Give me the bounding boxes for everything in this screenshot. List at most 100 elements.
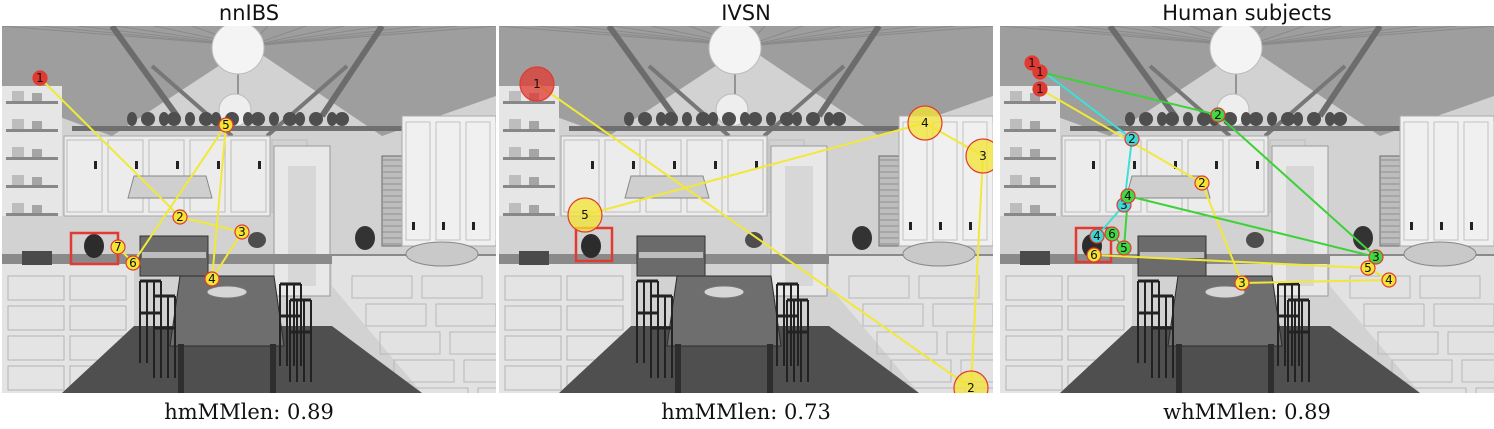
pottery	[1125, 112, 1135, 126]
fixation-circle	[1032, 64, 1048, 80]
fixation-marker: 4	[1089, 228, 1105, 244]
cabinet-handle	[1215, 161, 1218, 169]
shelf-board	[6, 129, 58, 132]
dish	[509, 175, 521, 185]
pottery	[309, 112, 323, 126]
fixation-label: 4	[208, 272, 216, 286]
shelf-board	[503, 213, 555, 216]
shelf-board	[503, 185, 555, 188]
kitchen-photo	[1000, 26, 1494, 393]
fixation-label: 2	[1214, 108, 1222, 122]
fixation-circle	[204, 271, 220, 287]
pottery	[664, 112, 678, 126]
cabinet-door	[1403, 121, 1429, 241]
cabinet-door	[465, 121, 491, 241]
stove-knobs	[1140, 252, 1204, 258]
pottery	[696, 112, 710, 126]
table-leg	[270, 344, 276, 393]
drawer	[1005, 305, 1063, 331]
pendant-lamp	[708, 26, 762, 75]
drawer	[1377, 331, 1439, 355]
cabinet-door	[1433, 121, 1459, 241]
fixation-label: 3	[1238, 276, 1246, 290]
drawer	[1005, 365, 1063, 391]
fixation-label: 6	[129, 256, 137, 270]
shelf-board	[503, 129, 555, 132]
chair	[153, 294, 176, 378]
pottery	[748, 112, 762, 126]
fixation-circle	[965, 138, 993, 174]
drawer	[393, 359, 455, 383]
dining-table	[666, 275, 782, 347]
dish	[1030, 177, 1040, 185]
drawer	[1363, 303, 1425, 327]
toaster	[1020, 251, 1050, 265]
fixation-marker: 5	[1360, 260, 1376, 276]
plant	[745, 232, 763, 248]
vase	[1353, 226, 1373, 250]
dish	[529, 205, 539, 213]
pottery	[708, 112, 718, 126]
chair	[1151, 294, 1174, 378]
sink-bowl	[405, 241, 479, 267]
fixation-marker: 4	[1381, 272, 1397, 288]
fixation-circle	[1124, 131, 1140, 147]
fixation-circle	[1210, 107, 1226, 123]
shelf	[72, 126, 432, 131]
dish	[1010, 119, 1022, 129]
fixation-label: 1	[1036, 65, 1044, 79]
drawer	[435, 303, 496, 327]
fixation-circle	[1086, 247, 1102, 263]
pottery	[211, 112, 221, 126]
fixation-marker: 3	[1368, 249, 1384, 265]
drawer	[932, 303, 993, 327]
ceiling-beam	[606, 26, 677, 118]
fixation-marker: 6	[1086, 247, 1102, 263]
dish	[1030, 93, 1040, 101]
fixation-label: 5	[222, 118, 230, 132]
pottery	[792, 112, 802, 126]
fixation-circle	[125, 255, 141, 271]
fixation-marker: 5	[218, 117, 234, 133]
kitchen-photo	[2, 26, 496, 393]
fixation-label: 2	[1198, 176, 1206, 190]
range-hood	[624, 175, 710, 199]
ceiling-plank	[745, 26, 918, 47]
pottery	[638, 112, 652, 126]
ceiling-plank	[1246, 26, 1343, 47]
drawer	[504, 335, 562, 361]
pottery	[832, 112, 846, 126]
fixation-circle	[1360, 260, 1376, 276]
right-cabinets	[1399, 115, 1494, 247]
ceiling-plank	[745, 26, 956, 47]
fixation-label: 1	[533, 77, 541, 91]
fixation-marker: 4	[907, 105, 943, 141]
fruit-bowl	[206, 285, 248, 299]
stove-knobs	[639, 252, 703, 258]
chair	[279, 282, 302, 366]
drawer	[365, 303, 427, 327]
cabinet-handle	[1256, 161, 1259, 169]
dish	[32, 121, 42, 129]
fixation-circle	[1032, 81, 1048, 97]
dish	[1030, 149, 1040, 157]
fixation-marker: 7	[110, 239, 126, 255]
drawer	[566, 305, 624, 331]
fixation-circle	[172, 209, 188, 225]
drawer	[890, 359, 952, 383]
cabinet-door	[405, 121, 431, 241]
shelf-board	[1004, 157, 1056, 160]
fixation-marker: 5	[567, 197, 603, 233]
fixation-label: 5	[581, 208, 589, 222]
fixation-label: 6	[1090, 248, 1098, 262]
dish	[529, 149, 539, 157]
cabinet-door	[932, 121, 958, 241]
fixation-marker: 2	[953, 370, 989, 393]
ceiling-beam	[109, 26, 180, 118]
plant	[248, 232, 266, 248]
pottery	[824, 112, 834, 126]
fixation-circle	[567, 197, 603, 233]
panel-title-nnibs: nnIBS	[218, 1, 280, 25]
fixation-label: 4	[921, 116, 929, 130]
